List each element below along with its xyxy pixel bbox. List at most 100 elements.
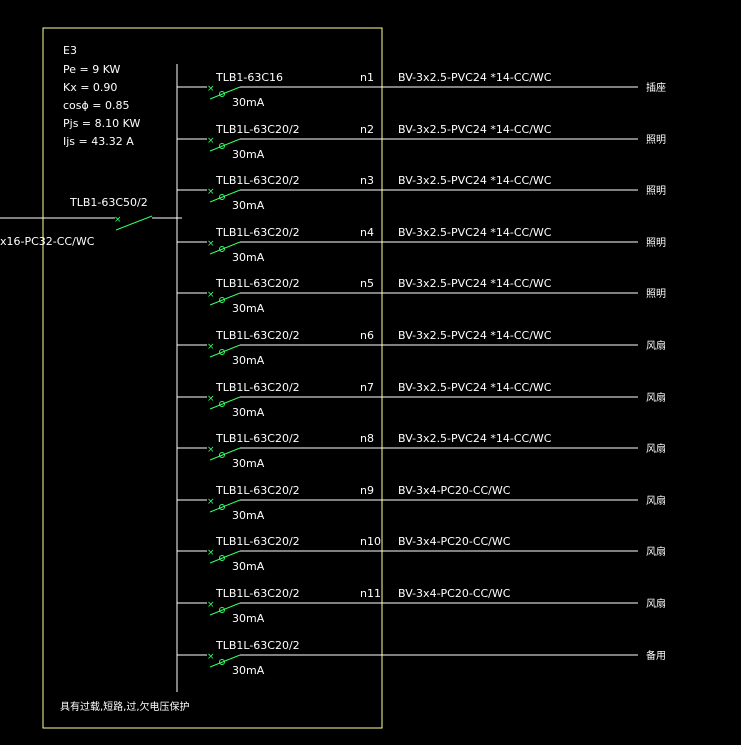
circuit-number: n2 [360, 123, 374, 136]
breaker-mark: × [207, 136, 215, 146]
rcd-mark [219, 349, 225, 355]
incoming-cable-label: x16-PC32-CC/WC [0, 235, 95, 248]
breaker-label: TLB1L-63C20/2 [215, 484, 300, 497]
main-breaker-x-mark: × [114, 215, 122, 225]
circuit-number: n9 [360, 484, 374, 497]
cable-label: BV-3x2.5-PVC24 *14-CC/WC [398, 174, 552, 187]
load-label: 照明 [646, 134, 666, 146]
circuit-row: ×TLB1L-63C20/2 30mA n7 BV-3x2.5-PVC24 *14-C… [177, 381, 666, 419]
rcd-label: 30mA [232, 302, 265, 315]
rcd-label: 30mA [232, 354, 265, 367]
main-breaker-switch [115, 215, 153, 231]
rcd-mark [219, 607, 225, 613]
breaker-switch [209, 292, 241, 306]
rcd-label: 30mA [232, 406, 265, 419]
rcd-mark [219, 143, 225, 149]
breaker-switch [209, 189, 241, 203]
breaker-mark: × [207, 652, 215, 662]
circuit-number: n11 [360, 587, 381, 600]
cable-label: BV-3x2.5-PVC24 *14-CC/WC [398, 123, 552, 136]
panel-param: Ijs = 43.32 A [63, 135, 134, 148]
cable-label: BV-3x2.5-PVC24 *14-CC/WC [398, 277, 552, 290]
breaker-label: TLB1-63C16 [215, 71, 283, 84]
main-breaker-label: TLB1-63C50/2 [69, 196, 148, 209]
breaker-label: TLB1L-63C20/2 [215, 174, 300, 187]
circuit-row: ×TLB1L-63C20/2 30mA n2 BV-3x2.5-PVC24 *14-C… [177, 123, 666, 161]
load-label: 风扇 [646, 391, 666, 404]
breaker-switch [209, 138, 241, 152]
circuit-number: n6 [360, 329, 374, 342]
breaker-switch [209, 86, 241, 100]
breaker-switch [209, 241, 241, 255]
circuit-number: n8 [360, 432, 374, 445]
cable-label: BV-3x4-PC20-CC/WC [398, 535, 511, 548]
load-label: 风扇 [646, 442, 666, 455]
breaker-mark: × [207, 497, 215, 507]
rcd-label: 30mA [232, 148, 265, 161]
panel-enclosure [42, 27, 383, 729]
rcd-mark [219, 659, 225, 665]
rcd-label: 30mA [232, 560, 265, 573]
rcd-label: 30mA [232, 96, 265, 109]
circuit-number: n4 [360, 226, 374, 239]
breaker-label: TLB1L-63C20/2 [215, 123, 300, 136]
rcd-label: 30mA [232, 199, 265, 212]
breaker-label: TLB1L-63C20/2 [215, 381, 300, 394]
panel-param: cosϕ = 0.85 [63, 99, 129, 112]
rcd-mark [219, 401, 225, 407]
rcd-mark [219, 452, 225, 458]
load-label: 风扇 [646, 339, 666, 352]
panel-footnote: 具有过载,短路,过,欠电压保护 [60, 700, 190, 713]
panel-param: Kx = 0.90 [63, 81, 117, 94]
breaker-label: TLB1L-63C20/2 [215, 639, 300, 652]
breaker-label: TLB1L-63C20/2 [215, 277, 300, 290]
cable-label: BV-3x4-PC20-CC/WC [398, 484, 511, 497]
rcd-mark [219, 555, 225, 561]
breaker-switch [209, 602, 241, 616]
breaker-label: TLB1L-63C20/2 [215, 587, 300, 600]
cable-label: BV-3x2.5-PVC24 *14-CC/WC [398, 432, 552, 445]
panel-param: Pe = 9 KW [63, 63, 121, 76]
rcd-label: 30mA [232, 664, 265, 677]
breaker-switch [209, 550, 241, 564]
circuit-number: n10 [360, 535, 381, 548]
breaker-switch [209, 396, 241, 410]
breaker-label: TLB1L-63C20/2 [215, 329, 300, 342]
load-label: 风扇 [646, 597, 666, 610]
breaker-switch [209, 344, 241, 358]
load-label: 风扇 [646, 545, 666, 558]
breaker-mark: × [207, 394, 215, 404]
rcd-label: 30mA [232, 612, 265, 625]
breaker-mark: × [207, 600, 215, 610]
circuit-number: n5 [360, 277, 374, 290]
rcd-mark [219, 91, 225, 97]
breaker-label: TLB1L-63C20/2 [215, 226, 300, 239]
breaker-mark: × [207, 187, 215, 197]
rcd-label: 30mA [232, 457, 265, 470]
rcd-mark [219, 246, 225, 252]
cable-label: BV-3x2.5-PVC24 *14-CC/WC [398, 381, 552, 394]
load-label: 照明 [646, 237, 666, 249]
breaker-mark: × [207, 84, 215, 94]
rcd-mark [219, 297, 225, 303]
load-label: 插座 [646, 81, 666, 94]
breaker-mark: × [207, 239, 215, 249]
rcd-mark [219, 194, 225, 200]
load-label: 照明 [646, 185, 666, 197]
load-label: 风扇 [646, 494, 666, 507]
load-label: 照明 [646, 288, 666, 300]
breaker-switch [209, 499, 241, 513]
breaker-mark: × [207, 445, 215, 455]
circuit-number: n7 [360, 381, 374, 394]
rcd-label: 30mA [232, 251, 265, 264]
